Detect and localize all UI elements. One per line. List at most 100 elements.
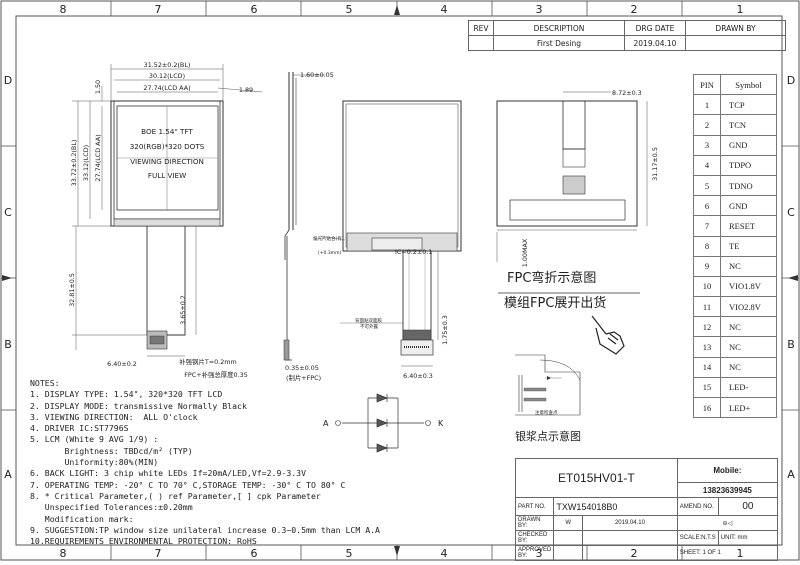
dim-label: 27.74(LCD AA)	[94, 134, 102, 181]
pin-number: 2	[693, 114, 721, 136]
rev-header: DESCRIPTION	[493, 20, 625, 36]
row-label: A	[787, 468, 795, 481]
diode-anode-label: A	[323, 419, 329, 428]
note-line: Uniformity:80%(MIN)	[30, 457, 159, 468]
pin-symbol: VIO2.8V	[720, 296, 777, 318]
pin-number: 4	[693, 154, 721, 176]
pin-number: 6	[693, 195, 721, 217]
scale: SCALE:N.T.S	[676, 530, 719, 546]
small-note: 背面贴双面胶	[355, 317, 382, 324]
pin-number: 3	[693, 134, 721, 156]
pin-symbol: VIO1.8V	[720, 275, 777, 298]
front-view: BOE 1.54" TFT 320(RGB)*320 DOTS VIEWING …	[68, 61, 263, 379]
notes-block: NOTES: 1. DISPLAY TYPE: 1.54", 320*320 T…	[30, 378, 470, 547]
display-line: VIEWING DIRECTION	[130, 157, 204, 166]
col-label: 8	[60, 3, 67, 16]
pointing-hand-icon	[591, 315, 625, 355]
pin-number: 1	[693, 94, 721, 116]
detail-label: 注意检查点	[535, 409, 558, 416]
checked-label: CHECKED BY:	[514, 530, 555, 546]
dim-label: 31.52±0.2(BL)	[144, 61, 191, 69]
note-line: 1. DISPLAY TYPE: 1.54", 320*320 TFT LCD	[30, 389, 223, 400]
terminal-k	[425, 420, 431, 426]
col-label: 3	[536, 3, 543, 16]
col-label: 4	[441, 547, 448, 560]
dim-label: 6.40±0.3	[403, 372, 433, 380]
note-line: 4. DRIVER IC:ST7796S	[30, 423, 129, 434]
pin-number: 12	[693, 316, 721, 338]
symbol-header: Symbol	[720, 73, 777, 96]
col-label: 4	[441, 3, 448, 16]
diode-cathode-label: K	[438, 419, 444, 428]
drawn-date: 2019.04.10	[582, 515, 678, 531]
dim-label: 1.60±0.05	[300, 71, 334, 79]
fpc-notes: FPC弯折示意图 模组FPC展开出货	[498, 270, 640, 311]
note-line: Unspecified Tolerances:±0.20mm	[30, 502, 193, 513]
pin-header: PIN	[693, 73, 721, 96]
pin-number: 5	[693, 174, 721, 197]
pin-number: 11	[693, 296, 721, 318]
note-line: 7. OPERATING TEMP: -20° C TO 70° C,STORA…	[30, 479, 346, 490]
dim-label: 8.72±0.3	[612, 89, 642, 97]
amend-label: AMEND NO.	[676, 497, 719, 516]
sheet-info: SHEET: 1 OF 1	[676, 545, 779, 561]
pin-symbol: NC	[720, 336, 777, 358]
pin-number: 16	[693, 396, 721, 419]
note-line: Brightness: TBDcd/m² (TYP)	[30, 445, 193, 456]
rev-description: First Desing	[493, 35, 625, 51]
dim-label: 32.81±0.5	[68, 273, 76, 307]
col-label: 7	[155, 547, 162, 560]
pin-symbol: NC	[720, 255, 777, 277]
rev-header: DRAWN BY	[685, 20, 786, 36]
model-name: ET015HV01-T	[515, 458, 678, 498]
unit: UNIT: mm	[717, 530, 779, 546]
revision-table: REV DESCRIPTION DRG DATE DRAWN BY First …	[468, 20, 786, 51]
col-label: 5	[346, 547, 353, 560]
pin-symbol: RESET	[720, 215, 777, 237]
dim-label: 33.72±0.2(BL)	[70, 140, 78, 187]
silver-dot-label: 银浆点示意图	[515, 429, 581, 443]
row-label: B	[787, 338, 795, 351]
pin-number: 9	[693, 255, 721, 277]
col-label: 8	[60, 547, 67, 560]
drawn-label: DRAWN BY:	[514, 515, 555, 531]
fpc-bend-note: FPC弯折示意图	[507, 270, 596, 286]
pin-symbol: TCP	[720, 94, 777, 116]
top-center-arrow	[394, 5, 400, 15]
pin-symbol: GND	[720, 134, 777, 156]
pin-symbol: LED+	[720, 396, 777, 419]
pin-symbol: GND	[720, 195, 777, 217]
dim-label: 3.65±0.2	[179, 295, 187, 325]
small-note: 不可外露	[360, 323, 378, 330]
dim-label: 0.35±0.05	[285, 364, 319, 372]
pin-number: 8	[693, 235, 721, 257]
col-label: 6	[251, 3, 258, 16]
title-block: ET015HV01-T Mobile: 13823639945 PART NO.…	[514, 458, 779, 561]
col-label: 1	[737, 3, 744, 16]
pin-symbol: NC	[720, 316, 777, 338]
dim-label: 6.40±0.2	[107, 360, 137, 368]
display-line: 320(RGB)*320 DOTS	[130, 142, 205, 151]
row-label: B	[4, 338, 12, 351]
mobile-number: 13823639945	[676, 482, 779, 498]
pin-number: 13	[693, 336, 721, 358]
display-line: BOE 1.54" TFT	[141, 127, 193, 136]
dim-label: 30.12(LCD)	[149, 72, 185, 80]
row-label: D	[4, 74, 12, 87]
note-line: 2. DISPLAY MODE: transmissive Normally B…	[30, 400, 247, 411]
rear-view: IC=0.2±0.1 6.40±0.3 1.75±0.3 偏光片贴合(有) (+…	[313, 100, 462, 380]
note-line: 3. VIEWING DIRECTION: ALL O'clock	[30, 411, 198, 422]
rev-value	[468, 35, 494, 51]
note-line: 5. LCM (White 9 AVG 1/9) :	[30, 434, 159, 445]
display-line: FULL VIEW	[148, 171, 186, 180]
pin-symbol: TCN	[720, 114, 777, 136]
pin-symbol: TDNO	[720, 174, 777, 197]
col-label: 2	[631, 3, 638, 16]
col-label: 7	[155, 3, 162, 16]
rev-header: REV	[468, 20, 494, 36]
rev-drawn-by	[685, 35, 786, 51]
note-line: NOTES:	[30, 378, 60, 388]
fold-view: 8.72±0.3 31.17±0.5 1.00MAX	[496, 89, 659, 267]
col-label: 5	[346, 3, 353, 16]
side-view: 1.60±0.05 0.35±0.05 (制片+FPC)	[283, 71, 334, 382]
